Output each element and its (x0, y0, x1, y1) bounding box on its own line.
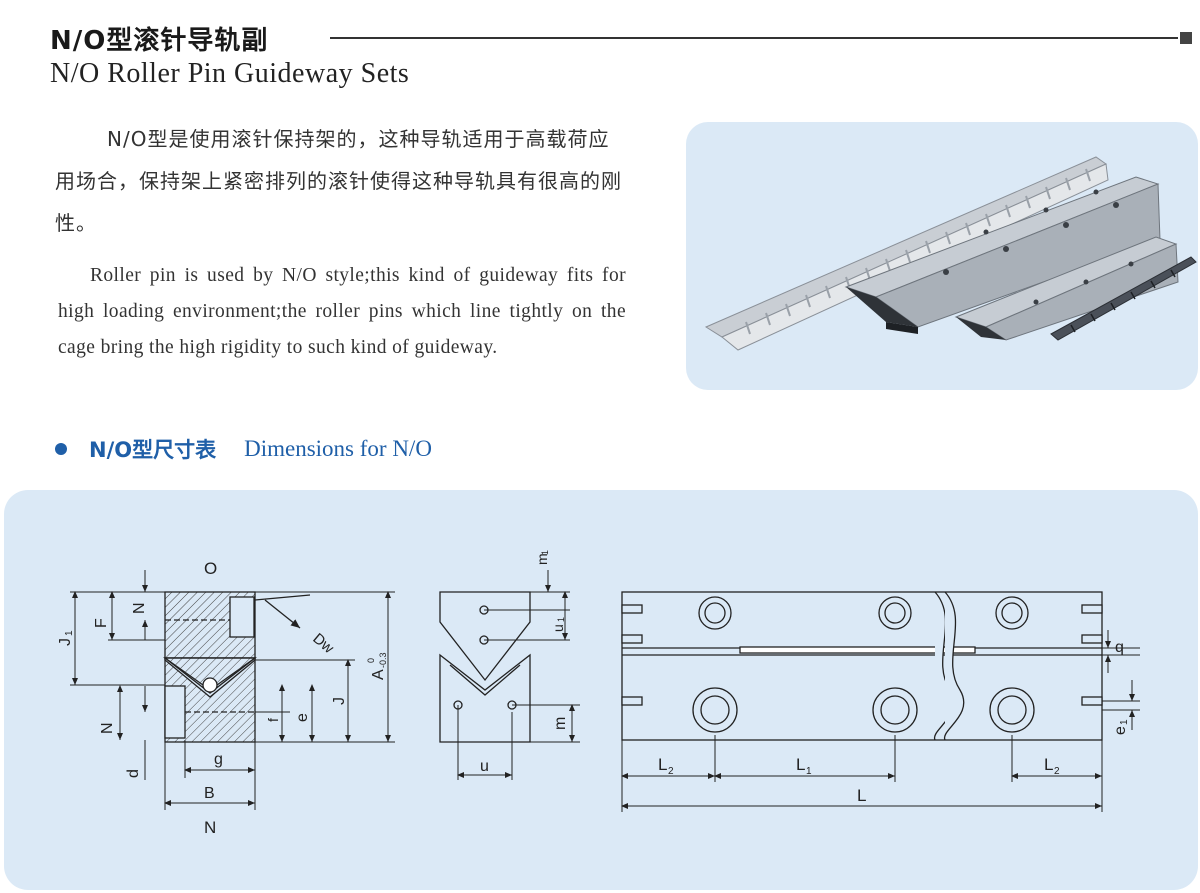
label-u: u (480, 758, 489, 775)
end-view (439, 591, 531, 743)
section-heading: N/O型尺寸表 Dimensions for N/O (55, 432, 432, 466)
roller-cage-dark (1050, 256, 1197, 341)
label-m1-sub: 1 (540, 550, 550, 555)
label-m: m (552, 717, 569, 730)
label-q: q (1115, 639, 1124, 656)
label-d: d (125, 769, 142, 778)
title-divider-end (1180, 32, 1192, 44)
label-A: A (370, 669, 387, 680)
label-e1: e (1112, 726, 1129, 735)
label-F: F (93, 618, 110, 628)
label-L: L (857, 786, 866, 805)
intro-text-cn: N/O型是使用滚针保持架的，这种导轨适用于高载荷应用场合，保持架上紧密排列的滚针… (55, 127, 622, 235)
label-u1: u (550, 624, 566, 632)
label-N-bottom: N (204, 818, 216, 837)
intro-text-en: Roller pin is used by N/O style;this kin… (58, 265, 626, 358)
label-L2-left-sub: 2 (668, 766, 674, 777)
label-A-tol-upper: 0 (366, 658, 376, 663)
end-view-dimensions (457, 570, 580, 780)
label-u1-sub: 1 (556, 617, 566, 622)
label-f: f (265, 718, 281, 722)
rail-large (844, 176, 1161, 334)
label-J1-sub: 1 (64, 630, 75, 636)
label-L2-right: L (1044, 755, 1053, 774)
section-title-en: Dimensions for N/O (244, 436, 432, 461)
rail-small (954, 236, 1179, 341)
dimension-drawing: O N N N F J 1 d g B f e J A 0 -0.3 Dw (57, 550, 1140, 837)
label-L2-right-sub: 2 (1054, 766, 1060, 777)
label-J1: J (57, 638, 74, 646)
bullet-icon (55, 443, 67, 455)
side-view (621, 591, 1103, 741)
label-m1: m (534, 553, 550, 565)
label-A-tol-lower: -0.3 (378, 652, 388, 668)
title-divider (330, 37, 1178, 39)
cross-section-dimensions (70, 570, 395, 810)
label-O: O (204, 559, 217, 578)
page-title-cn: N/O型滚针导轨副 (50, 26, 269, 56)
page-title-en: N/O Roller Pin Guideway Sets (50, 58, 410, 89)
label-N-side: N (99, 722, 116, 734)
side-view-dimensions (621, 630, 1140, 812)
label-L1-sub: 1 (806, 766, 812, 777)
label-J: J (331, 697, 348, 705)
label-e1-sub: 1 (1119, 719, 1130, 725)
label-Dw: Dw (309, 630, 337, 657)
label-L2-left: L (658, 755, 667, 774)
label-g: g (214, 751, 223, 768)
label-B: B (204, 785, 215, 802)
product-photo (686, 122, 1198, 390)
label-L1: L (796, 755, 805, 774)
section-title-cn: N/O型尺寸表 (89, 438, 217, 462)
dimension-diagram-panel: O N N N F J 1 d g B f e J A 0 -0.3 Dw (4, 490, 1198, 890)
label-e: e (294, 713, 311, 722)
roller-cage-light (704, 156, 1109, 351)
label-N-top: N (131, 602, 148, 614)
cross-section-view (162, 591, 311, 743)
